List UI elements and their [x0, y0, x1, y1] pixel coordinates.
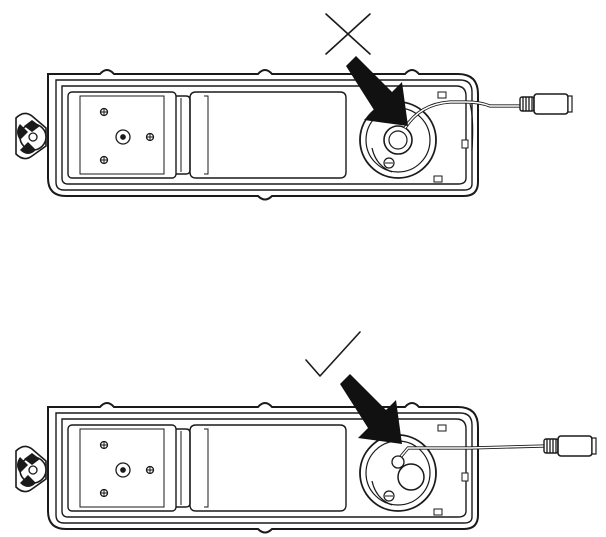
cable-incorrect-routing [383, 100, 520, 155]
cross-mark-icon [325, 13, 371, 55]
panel-incorrect [15, 13, 573, 201]
connector-plug-bottom [543, 435, 597, 457]
panel-correct [15, 331, 597, 534]
check-mark-icon [305, 331, 361, 377]
connector-plug-top [519, 93, 573, 115]
cable-correct-routing [391, 444, 546, 491]
